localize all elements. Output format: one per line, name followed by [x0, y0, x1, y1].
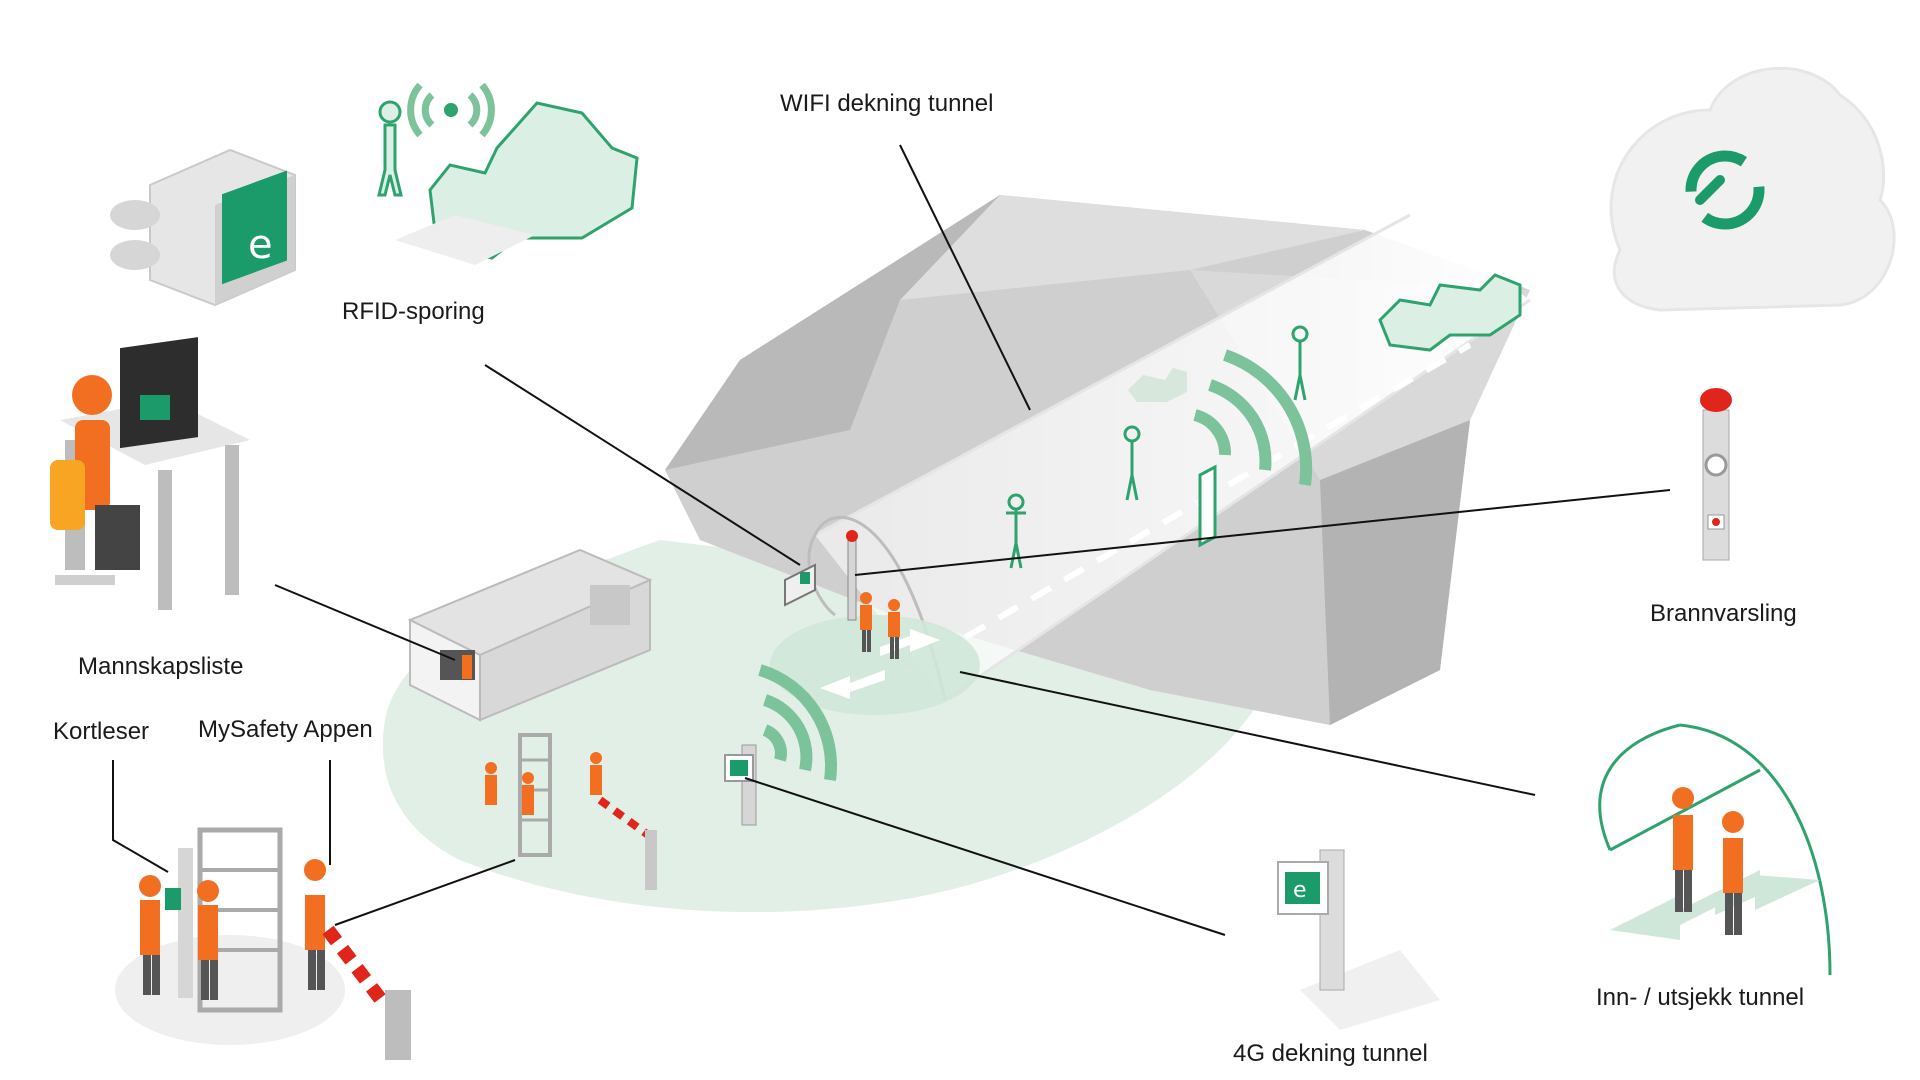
g4-antenna-near-tunnel: [724, 744, 757, 826]
rfid-illustration: [377, 82, 639, 265]
label-card-reader: Kortleser: [53, 718, 150, 745]
checkin-detail: [1598, 723, 1832, 976]
tunnel-workers: [860, 592, 900, 659]
alarm-beacon-icon: [846, 530, 858, 621]
g4-signal-icon: [758, 664, 838, 781]
svg-text:e: e: [1293, 878, 1307, 903]
g4-tower-detail: e: [1277, 849, 1440, 1030]
crew-list-operator: [50, 337, 250, 610]
label-app: MySafety Appen: [198, 716, 373, 743]
tunnel-vehicle-outline: [1378, 273, 1522, 352]
wifi-signal-icon: [1193, 349, 1313, 486]
control-booth: [407, 548, 653, 722]
tunnel-tube: [807, 213, 1531, 702]
label-4g: 4G dekning tunnel: [1233, 1040, 1428, 1067]
leader-lines: [112, 144, 1671, 936]
tunnel-vehicle-faded: [1128, 368, 1187, 402]
card-reader-turnstile: [115, 827, 411, 1060]
label-rfid: RFID-sporing: [342, 298, 485, 325]
label-wifi: WIFI dekning tunnel: [780, 90, 994, 117]
wifi-access-point: [1198, 464, 1217, 548]
label-checkin: Inn- / utsjekk tunnel: [1596, 984, 1805, 1011]
entrance-checkpoint: [485, 733, 658, 890]
rfid-box-icon: e: [110, 148, 296, 307]
label-crew-list: Mannskapsliste: [78, 653, 244, 680]
svg-text:e: e: [248, 222, 273, 268]
tracked-people-outline: [1006, 325, 1309, 569]
cloud-sync-icon: [1609, 66, 1896, 312]
rfid-reader-icon: [784, 563, 816, 607]
label-fire-alarm: Brannvarsling: [1650, 600, 1797, 627]
fire-alarm-pole: [1700, 388, 1732, 561]
rfid-vehicle-outline: [428, 101, 639, 260]
